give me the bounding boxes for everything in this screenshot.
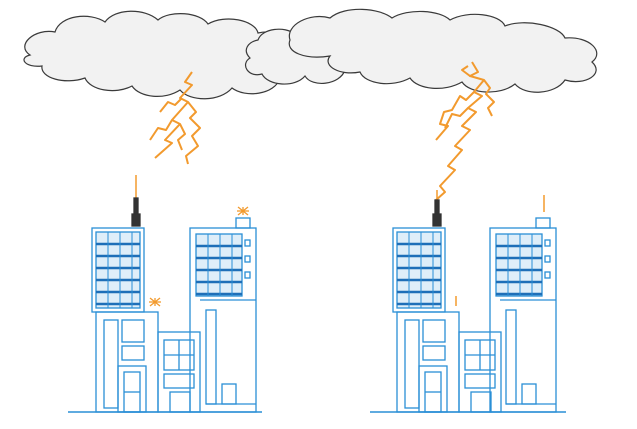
cloud-icon (288, 8, 598, 93)
spark-icon (149, 297, 161, 307)
lightning-bolt-icon (149, 71, 201, 165)
building-icon (91, 175, 257, 413)
lightning-bolt-icon (435, 61, 495, 201)
spark-icon (237, 206, 249, 216)
building-icon (392, 190, 557, 413)
